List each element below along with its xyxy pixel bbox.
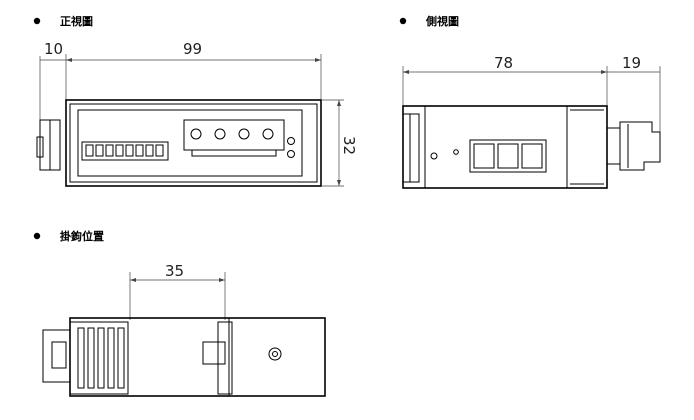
front-housing [65,99,322,187]
led-indicator [287,137,295,145]
screw-hole [430,152,438,160]
side-width-dimension: 78 [402,54,608,112]
hook-offset-dimension: 35 [129,262,226,320]
port-block [469,139,547,173]
side-offset-dimension: 19 [607,54,661,140]
terminal-block [183,119,285,157]
height-label: 32 [340,136,358,155]
hook-view-title: 掛鉤位置 [60,229,104,243]
bullet-icon [33,232,41,240]
din-rail-clip [36,119,61,171]
side-offset-label: 19 [622,54,641,72]
side-rail-hook [607,121,661,171]
hook-housing [42,317,326,397]
width-label: 99 [183,40,202,58]
side-view-title: 側視圖 [425,14,459,28]
hook-view: 掛鉤位置 35 [33,229,326,397]
side-width-label: 78 [494,54,513,72]
side-housing [402,105,608,189]
led-indicator [287,150,295,158]
rail-width-dimension: 10 [39,40,66,120]
dip-switch-block [81,141,169,161]
front-view-title: 正視圖 [60,14,93,28]
bullet-icon [33,17,41,25]
screw-hole [453,149,459,155]
width-dimension: 99 [65,40,322,100]
bullet-icon [399,17,407,25]
hook-offset-label: 35 [165,262,184,280]
rail-width-label: 10 [44,40,63,58]
front-view: 正視圖 10 99 [33,14,358,187]
side-view: 側視圖 78 19 [399,14,661,189]
height-dimension: 32 [321,99,358,187]
